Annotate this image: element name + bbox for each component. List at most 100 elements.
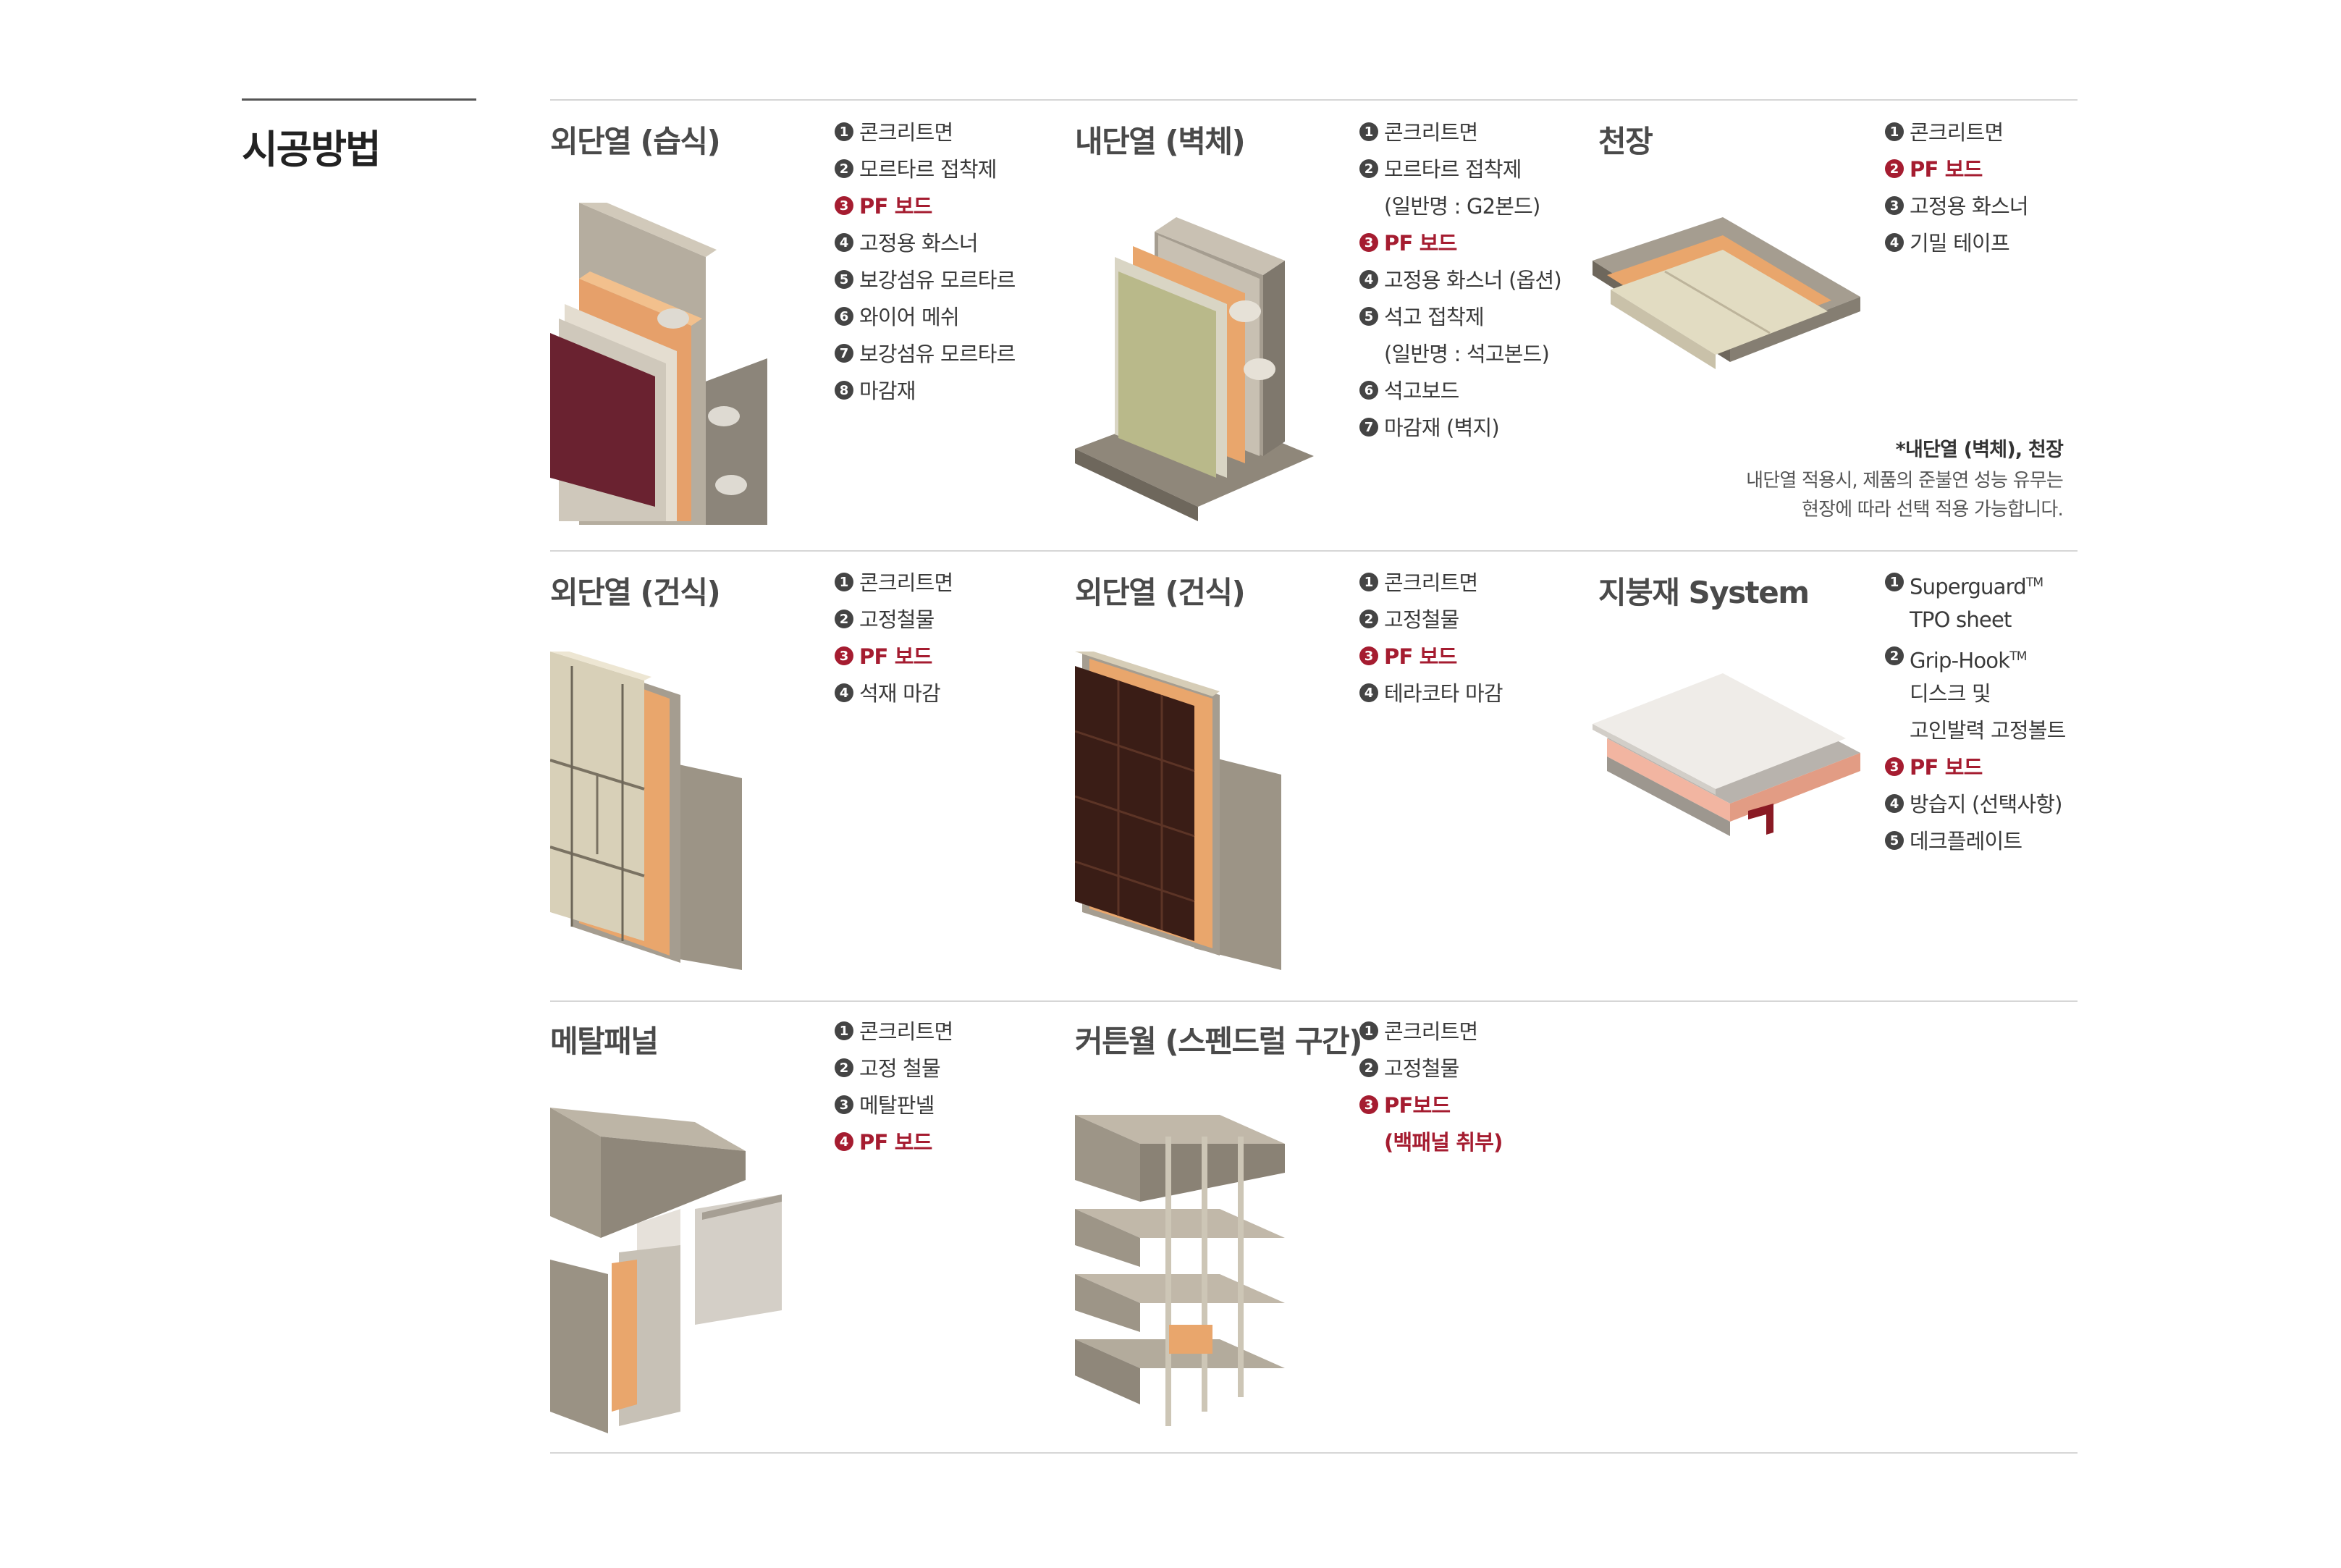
number-badge: 3	[835, 646, 853, 665]
number-badge: 4	[835, 683, 853, 702]
number-badge: 1	[1359, 573, 1378, 591]
number-badge: 5	[1885, 831, 1904, 850]
number-badge: 5	[835, 270, 853, 289]
curtain-wall-illustration	[1075, 1115, 1299, 1426]
footnote: *내단열 (벽체), 천장 내단열 적용시, 제품의 준불연 성능 유무는 현장…	[1621, 434, 2064, 524]
footnote-line: 현장에 따라 선택 적용 가능합니다.	[1801, 499, 2064, 520]
number-badge: 4	[1885, 794, 1904, 813]
number-badge: 3	[835, 196, 853, 215]
ceiling-insulation-illustration	[1593, 217, 1860, 391]
number-badge: 2	[1885, 646, 1904, 665]
number-badge: 4	[1359, 270, 1378, 289]
number-badge: 1	[1885, 573, 1904, 591]
section-title: 내단열 (벽체)	[1075, 124, 1246, 159]
number-badge: 5	[1359, 307, 1378, 326]
legend-item-continued: TPO sheet	[1910, 607, 2012, 632]
title-rule	[242, 98, 476, 101]
dry-exterior-terracotta-illustration	[1075, 652, 1285, 970]
divider	[550, 1452, 2078, 1454]
number-badge: 3	[1359, 233, 1378, 252]
section-title: 지붕재 System	[1598, 575, 1810, 610]
dry-exterior-stone-illustration	[550, 652, 746, 970]
legend-item-continued: 디스크 및	[1910, 681, 1991, 706]
number-badge: 1	[835, 573, 853, 591]
number-badge: 2	[1359, 1058, 1378, 1077]
number-badge: 3	[1359, 1095, 1378, 1114]
number-badge: 1	[1885, 122, 1904, 141]
legend-item-continued: 고인발력 고정볼트	[1910, 718, 2066, 743]
number-badge: 7	[1359, 418, 1378, 437]
section-title: 외단열 (습식)	[550, 124, 721, 159]
wet-exterior-insulation-illustration	[550, 203, 782, 528]
number-badge: 2	[835, 610, 853, 628]
number-badge: 2	[835, 159, 853, 178]
section-title: 외단열 (건식)	[1075, 575, 1246, 610]
page-title: 시공방법	[242, 127, 381, 172]
number-badge: 3	[1885, 757, 1904, 776]
number-badge: 1	[835, 1021, 853, 1040]
number-badge: 1	[1359, 122, 1378, 141]
metal-panel-illustration	[550, 1108, 789, 1433]
section-title: 외단열 (건식)	[550, 575, 721, 610]
divider	[550, 1000, 2078, 1002]
number-badge: 4	[1359, 683, 1378, 702]
legend-item-continued: (일반명 : G2본드)	[1384, 194, 1540, 219]
section-title: 메탈패널	[550, 1024, 659, 1059]
divider	[550, 550, 2078, 552]
number-badge: 7	[835, 344, 853, 363]
section-title: 커튼월 (스펜드럴 구간)	[1075, 1024, 1362, 1059]
footnote-title: *내단열 (벽체), 천장	[1895, 439, 2064, 461]
roofing-system-illustration	[1593, 666, 1868, 869]
footnote-line: 내단열 적용시, 제품의 준불연 성능 유무는	[1746, 470, 2064, 492]
legend-item-continued: (백패널 취부)	[1384, 1130, 1503, 1155]
number-badge: 6	[1359, 381, 1378, 400]
number-badge: 2	[1885, 159, 1904, 178]
number-badge: 4	[835, 1132, 853, 1151]
number-badge: 2	[1359, 159, 1378, 178]
number-badge: 2	[835, 1058, 853, 1077]
interior-wall-insulation-illustration	[1075, 217, 1314, 521]
divider	[550, 99, 2078, 101]
number-badge: 8	[835, 381, 853, 400]
number-badge: 3	[1885, 196, 1904, 215]
number-badge: 1	[835, 122, 853, 141]
